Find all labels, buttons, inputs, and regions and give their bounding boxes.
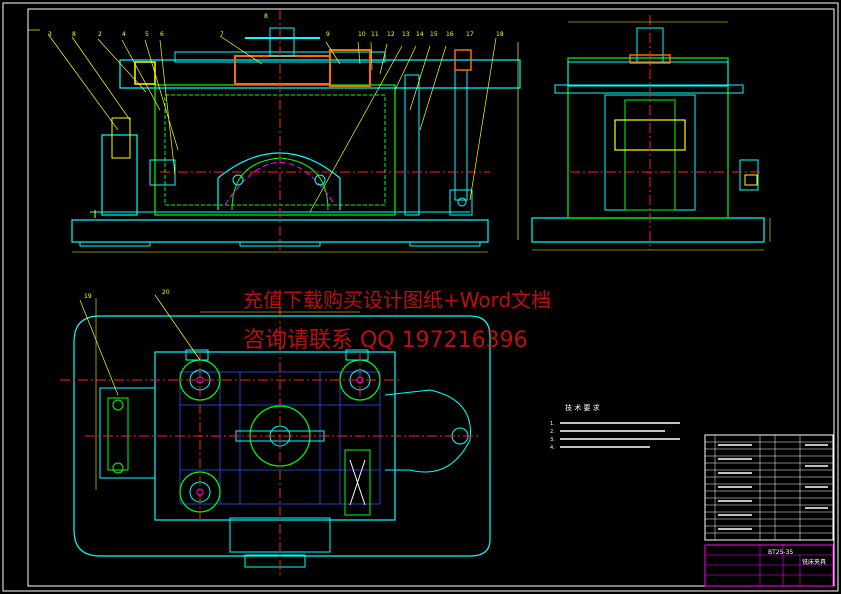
front-balloon-17: 17 [466,31,474,38]
tech-requirement-4: 4. [550,445,555,451]
parts-list [704,434,834,541]
title-block [704,544,834,587]
front-balloon-7: 7 [220,31,224,38]
part-code: BT25-35 [768,549,793,556]
front-balloon-2: 2 [98,31,102,38]
plan-view [60,290,491,575]
drawing-labels: 技 术 要 求 1. 2. 3. 4. BT25-35 铣床夹具 8 19 20 [84,13,826,566]
front-balloon-12: 12 [387,31,395,38]
tech-requirements [560,422,680,448]
drawing-title: 铣床夹具 [802,558,826,566]
tech-requirement-2: 2. [550,429,555,435]
front-balloon-6: 6 [160,31,164,38]
front-top-plate [119,59,521,89]
inner-border [27,8,835,587]
front-view [28,10,521,253]
plan-balloon-19: 19 [84,293,92,300]
front-balloon-9: 9 [326,31,330,38]
tech-requirements-title: 技 术 要 求 [565,403,600,412]
front-balloon-4: 4 [122,31,126,38]
watermark-line-1: 充值下载购买设计图纸+Word文档 [243,288,552,312]
top-balloon: 8 [264,13,268,20]
tech-requirement-3: 3. [550,437,555,443]
front-balloon-14: 14 [416,31,424,38]
front-balloon-8: 8 [72,31,76,38]
tech-requirement-1: 1. [550,421,555,427]
front-balloon-3: 3 [48,31,52,38]
front-balloon-15: 15 [430,31,438,38]
plan-balloon-20: 20 [162,289,170,296]
watermark-line-2: 咨询请联系 QQ 197216396 [243,328,528,353]
front-balloon-5: 5 [145,31,149,38]
front-balloon-11: 11 [371,31,379,38]
front-balloon-16: 16 [446,31,454,38]
front-balloons: 3 8 2 4 5 6 7 9 10 11 12 13 14 15 16 17 18 [48,31,504,38]
front-balloon-13: 13 [402,31,410,38]
front-balloon-10: 10 [358,31,366,38]
side-view [531,15,771,251]
front-body [154,84,396,216]
front-balloon-18: 18 [496,31,504,38]
